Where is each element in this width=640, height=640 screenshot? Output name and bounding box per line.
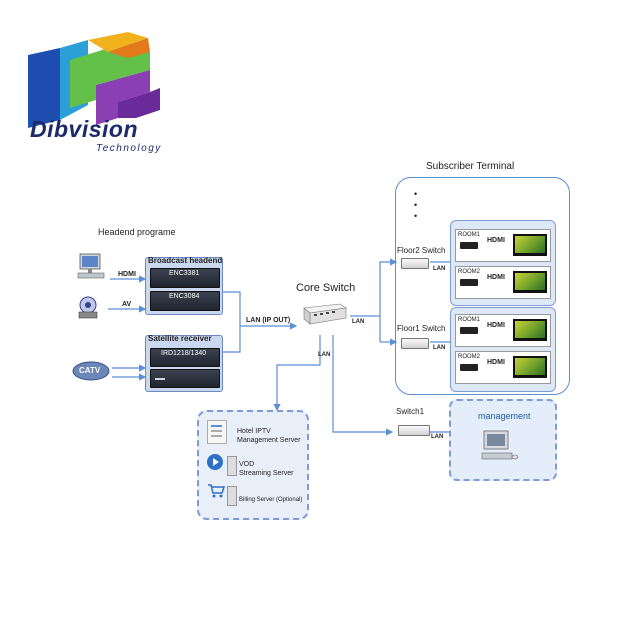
pc-source-icon xyxy=(76,253,106,281)
encoder-unit-1: ENC3381 xyxy=(150,268,220,288)
broadcast-headend-title: Broadcast headend xyxy=(148,256,223,265)
logo-mark-icon xyxy=(28,32,160,128)
management-pc-icon xyxy=(480,429,520,465)
hdmi-input-label: HDMI xyxy=(118,271,136,278)
subscriber-area: ••• xyxy=(395,177,570,395)
encoder-1-model: ENC3381 xyxy=(169,270,200,277)
brand-logo: Dibvision Technology xyxy=(18,30,188,160)
more-floors-dots: ••• xyxy=(414,189,418,221)
shopping-cart-icon xyxy=(207,484,225,498)
dvd-player-icon xyxy=(76,296,100,320)
room-name: ROOM2 xyxy=(458,354,481,360)
room-card: ROOM2 HDMI xyxy=(455,351,551,384)
set-top-box-icon xyxy=(460,327,478,334)
room-card: ROOM1 HDMI xyxy=(455,314,551,347)
switch1-icon xyxy=(398,425,430,436)
set-top-box-icon xyxy=(460,279,478,286)
iptv-server-label-2: Management Server xyxy=(237,437,301,444)
encoder-unit-2: ENC3084 xyxy=(150,291,220,311)
room-card: ROOM2 HDMI xyxy=(455,266,551,299)
management-box: management xyxy=(449,399,557,481)
core-switch-title: Core Switch xyxy=(296,282,356,294)
room-hdmi-label: HDMI xyxy=(487,237,505,244)
brand-tagline: Technology xyxy=(96,143,162,154)
lan-floor2-label: LAN xyxy=(433,266,446,272)
iptv-server-icon xyxy=(207,420,227,444)
billing-server-icon xyxy=(227,486,237,506)
headend-title: Headend programe xyxy=(98,227,176,237)
room-name: ROOM1 xyxy=(458,232,481,238)
satellite-receiver-box: Satellite receiver IRD1218/1340 xyxy=(145,335,223,392)
lan-core-down-label: LAN xyxy=(318,352,331,358)
catv-cloud-icon: CATV xyxy=(72,360,110,382)
floor1-switch-label: Floor1 Switch xyxy=(397,324,446,333)
room-name: ROOM2 xyxy=(458,269,481,275)
tv-screen-icon xyxy=(513,271,547,293)
floor2-switch-label: Floor2 Switch xyxy=(397,246,446,255)
lan-switch1-label: LAN xyxy=(431,434,444,440)
room-hdmi-label: HDMI xyxy=(487,322,505,329)
brand-name: Dibvision xyxy=(30,116,139,142)
encoder-2-model: ENC3084 xyxy=(169,293,200,300)
tv-screen-icon xyxy=(513,356,547,378)
billing-server-label: Billing Server (Optional) xyxy=(239,497,303,503)
av-input-label: AV xyxy=(122,301,132,308)
room-hdmi-label: HDMI xyxy=(487,274,505,281)
vod-server-label-2: Streaming Server xyxy=(239,470,294,477)
room-name: ROOM1 xyxy=(458,317,481,323)
subscriber-title: Subscriber Terminal xyxy=(426,161,515,172)
vod-play-icon xyxy=(207,454,223,470)
floor1-room-panel: ROOM1 HDMI ROOM2 HDMI xyxy=(450,307,556,392)
tv-screen-icon xyxy=(513,319,547,341)
floor2-room-panel: ROOM1 HDMI ROOM2 HDMI xyxy=(450,220,556,306)
tv-screen-icon xyxy=(513,234,547,256)
vod-server-icon xyxy=(227,456,237,476)
lan-floor1-label: LAN xyxy=(433,345,446,351)
set-top-box-icon xyxy=(460,242,478,249)
catv-label: CATV xyxy=(79,366,101,375)
ird-model: IRD1218/1340 xyxy=(161,350,207,357)
lan-ip-out-label: LAN (IP OUT) xyxy=(246,317,291,324)
iptv-server-label-1: Hotel IPTV xyxy=(237,428,271,435)
management-title: management xyxy=(478,411,531,421)
server-group-box: Hotel IPTV Management Server VOD Streami… xyxy=(197,410,309,520)
broadcast-headend-box: Broadcast headend ENC3381 ENC3084 xyxy=(145,257,223,315)
ird-unit-2 xyxy=(150,369,220,388)
core-switch-icon xyxy=(300,300,348,328)
set-top-box-icon xyxy=(460,364,478,371)
room-card: ROOM1 HDMI xyxy=(455,229,551,262)
floor2-switch-icon xyxy=(401,258,429,269)
ird-unit-1: IRD1218/1340 xyxy=(150,348,220,367)
lan-core-right-label: LAN xyxy=(352,319,365,325)
switch1-label: Switch1 xyxy=(396,407,425,416)
vod-server-label-1: VOD xyxy=(239,461,255,468)
room-hdmi-label: HDMI xyxy=(487,359,505,366)
floor1-switch-icon xyxy=(401,338,429,349)
satellite-receiver-title: Satellite receiver xyxy=(148,334,212,343)
